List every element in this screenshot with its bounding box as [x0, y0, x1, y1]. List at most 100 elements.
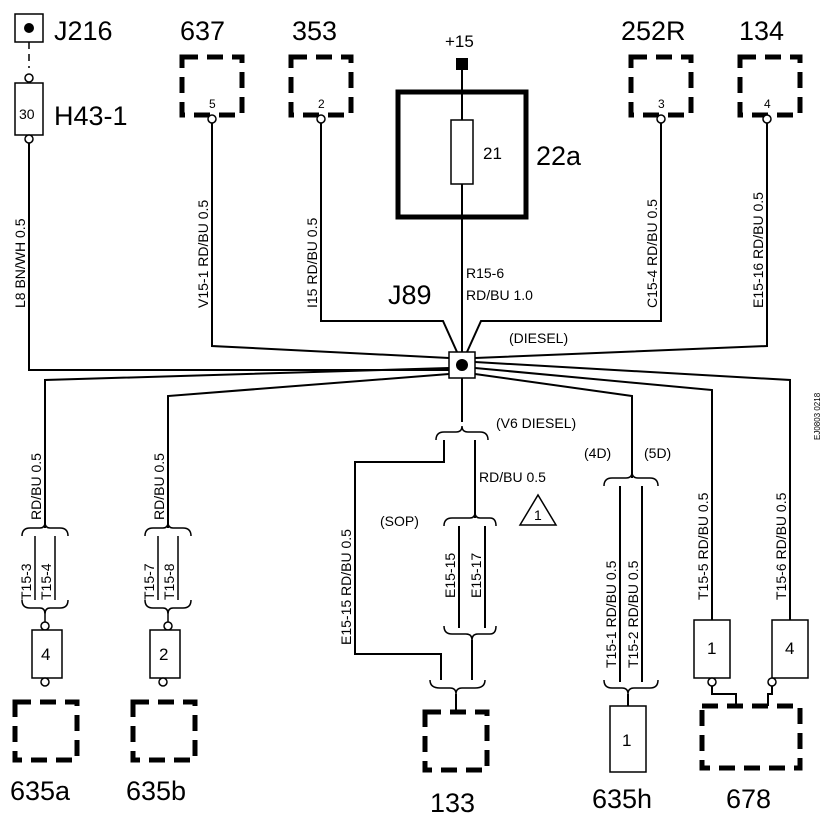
wire-678-right-link [767, 686, 773, 706]
note-diesel: (DIESEL) [509, 330, 568, 346]
connector-635b-bottom-pin [158, 677, 168, 687]
connector-353-label: 353 [292, 16, 337, 46]
connector-637 [179, 54, 245, 118]
connector-635b-label: 635b [126, 776, 186, 806]
h43-connector [14, 82, 44, 136]
connector-678-right-bottom-pin [767, 677, 777, 687]
wire-v15-1-label: V15-1 RD/BU 0.5 [195, 200, 211, 308]
wire-t15-5 [474, 367, 713, 622]
wire-e15-15-label: E15-15 RD/BU 0.5 [338, 529, 354, 645]
connector-637-pin-mark [207, 114, 217, 124]
connector-635a-plug [31, 629, 63, 679]
brace-sop-top [443, 511, 497, 527]
wire-635b-label: RD/BU 0.5 [151, 453, 167, 520]
fuse-label: 22a [536, 141, 582, 171]
wire-v15-1 [211, 123, 450, 359]
connector-678-right-plug [771, 619, 809, 679]
wire-635b-trunk [167, 373, 450, 528]
wire-i15 [320, 123, 458, 353]
wire-678-left-link [711, 686, 737, 706]
j89-node [456, 359, 468, 371]
note-triangle [518, 493, 558, 526]
connector-133-label: 133 [430, 788, 475, 818]
connector-635a-bottom-pin [40, 677, 50, 687]
splice-t15-4-label: T15-4 [38, 563, 54, 600]
connector-635a-top-pin [40, 621, 50, 631]
wire-t15-1-label: T15-1 RD/BU 0.5 [603, 560, 619, 668]
connector-635b-plug [149, 629, 181, 679]
j216-terminal [14, 13, 44, 43]
connector-635h [609, 705, 647, 773]
wire-e15-16-label: E15-16 RD/BU 0.5 [750, 192, 766, 308]
connector-637-pin: 5 [209, 97, 216, 111]
connector-635h-label: 635h [592, 784, 652, 814]
brace-635a-top [21, 521, 69, 537]
connector-635a-label: 635a [10, 776, 71, 806]
splice-t15-7-label: T15-7 [141, 563, 157, 600]
connector-252r [628, 54, 694, 118]
connector-678 [699, 703, 803, 771]
connector-678-left-plug [693, 619, 731, 679]
wire-635h-trunk [474, 373, 633, 478]
wire-t15-2-label: T15-2 RD/BU 0.5 [625, 560, 641, 668]
wire-c15-4 [466, 123, 662, 353]
note-triangle-number: 1 [534, 507, 542, 523]
brace-635h-top [603, 471, 659, 487]
connector-134-label: 134 [739, 16, 784, 46]
wire-r15-6-id: R15-6 [466, 265, 504, 281]
fuse-pin: 21 [483, 144, 502, 163]
wire-e15-15 [354, 440, 445, 680]
connector-353-pin-mark [316, 114, 326, 124]
h43-bottom-pin [24, 134, 34, 144]
brace-635b-bottom [144, 599, 192, 615]
connector-678-left-bottom-pin [707, 677, 717, 687]
wire-t15-5-label: T15-5 RD/BU 0.5 [695, 492, 711, 600]
splice-t15-3-label: T15-3 [18, 563, 34, 600]
brace-v6 [435, 425, 489, 441]
fuse-supply-label: +15 [445, 32, 474, 51]
connector-678-label: 678 [726, 784, 771, 814]
h43-top-pin [24, 73, 34, 83]
figure-reference: EJ0803 0218 [813, 392, 822, 440]
connector-678-right-pin: 4 [785, 639, 794, 658]
splice-e15-17-label: E15-17 [468, 553, 484, 598]
connector-134-pin: 4 [764, 97, 771, 111]
j89-label: J89 [388, 280, 432, 310]
brace-635a-bottom [21, 599, 69, 615]
brace-635b-top [144, 521, 192, 537]
note-5d: (5D) [644, 445, 671, 461]
wire-l8 [28, 143, 449, 371]
connector-353-pin: 2 [318, 97, 325, 111]
wire-t15-6-label: T15-6 RD/BU 0.5 [773, 492, 789, 600]
connector-353 [288, 54, 354, 118]
connector-252r-pin: 3 [658, 97, 665, 111]
h43-pin: 30 [19, 106, 35, 122]
wire-e15-16 [474, 123, 768, 359]
brace-sop-bottom [443, 625, 497, 641]
connector-637-label: 637 [180, 16, 225, 46]
note-v6-diesel: (V6 DIESEL) [496, 415, 576, 431]
brace-635h-bottom [603, 679, 659, 695]
connector-635a [12, 699, 80, 763]
connector-635b-pin: 2 [159, 645, 168, 664]
j216-label: J216 [54, 16, 113, 46]
wire-l8-label: L8 BN/WH 0.5 [12, 218, 28, 308]
wire-635a-label: RD/BU 0.5 [28, 453, 44, 520]
h43-label: H43-1 [54, 101, 128, 131]
connector-635b [130, 699, 198, 763]
connector-635a-pin: 4 [41, 645, 50, 664]
splice-t15-8-label: T15-8 [161, 563, 177, 600]
connector-134-pin-mark [762, 114, 772, 124]
splice-e15-15-label: E15-15 [442, 553, 458, 598]
wire-v6-label: RD/BU 0.5 [479, 469, 546, 485]
connector-635h-pin: 1 [622, 731, 631, 750]
connector-678-left-pin: 1 [707, 639, 716, 658]
connector-134 [737, 54, 803, 118]
wire-635a-trunk [44, 367, 450, 528]
supply-terminal [456, 58, 468, 70]
connector-252r-pin-mark [656, 114, 666, 124]
brace-133 [429, 679, 486, 695]
connector-133 [422, 709, 490, 773]
connector-252r-label: 252R [621, 16, 686, 46]
